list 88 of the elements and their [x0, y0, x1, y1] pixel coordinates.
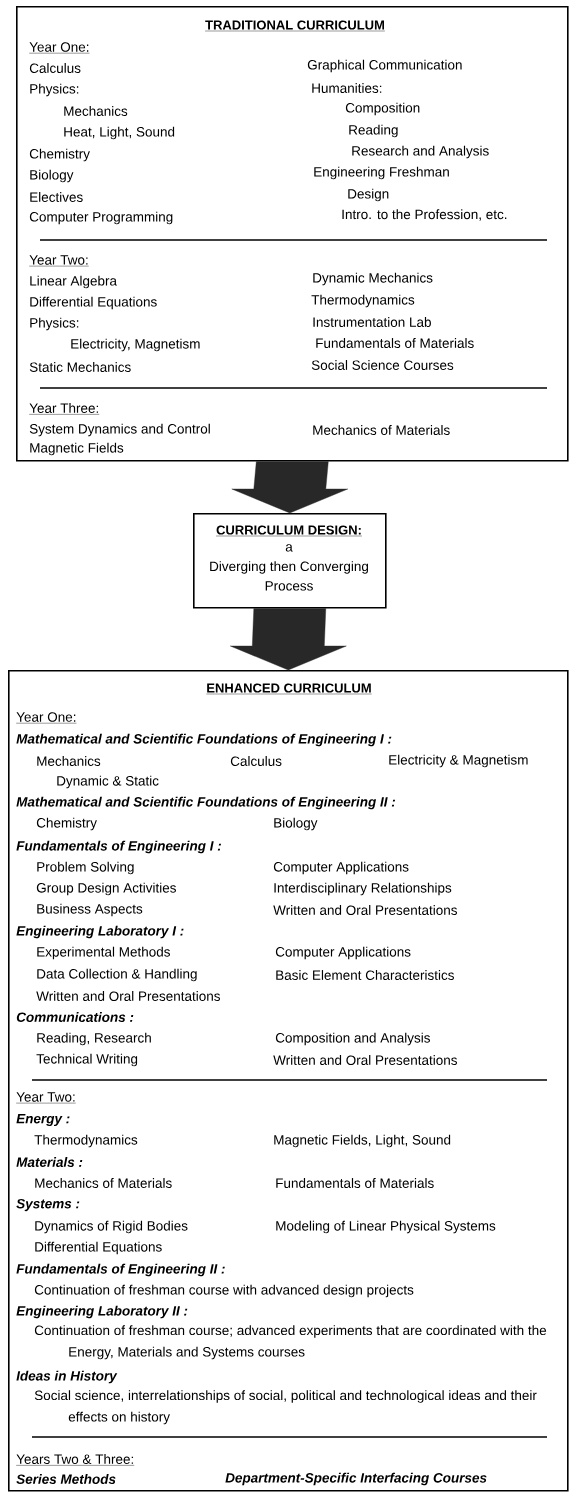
course-name: Graphical Communication — [307, 59, 462, 73]
section-heading: Year Three: — [29, 403, 100, 415]
course-name: Research and Analysis — [352, 145, 489, 159]
curriculum-box — [8, 670, 569, 1492]
course-group-heading: Department-Specific Interfacing Courses — [225, 1472, 487, 1486]
course-name: Fundamentals of Materials — [276, 1178, 434, 1188]
course-group-heading: Systems : — [16, 1198, 80, 1212]
course-name: Continuation of freshman course with advanced design projects — [34, 1284, 414, 1298]
course-name: Electricity & Magnetism — [389, 754, 528, 768]
course-name: Heat, Light, Sound — [64, 126, 175, 140]
course-group-heading: Materials : — [16, 1157, 83, 1167]
course-name: Physics: — [30, 317, 79, 331]
course-name: Dynamic & Static — [57, 775, 159, 789]
course-name: Magnetic Fields — [30, 442, 124, 456]
course-name: Mechanics of Materials — [313, 425, 450, 435]
course-group-heading: Ideas in History — [16, 1370, 118, 1384]
course-name: Written and Oral Presentations — [36, 991, 220, 1001]
course-name: Linear Algebra — [30, 275, 117, 289]
course-name: Instrumentation Lab — [313, 317, 431, 327]
course-name: Group Design Activities — [36, 882, 176, 896]
course-name: Intro. to the Profession, etc. — [342, 209, 507, 221]
section-heading: Year One: — [16, 712, 77, 724]
process-box — [193, 513, 387, 609]
course-name: Written and Oral Presentations — [273, 1055, 457, 1065]
course-name: System Dynamics and Control — [29, 423, 210, 437]
course-name: Technical Writing — [36, 1053, 138, 1067]
course-name: Thermodynamics — [311, 294, 415, 308]
course-name: Biology — [30, 169, 74, 183]
course-name: Static Mechanics — [29, 362, 131, 372]
course-name: Fundamentals of Materials — [316, 338, 474, 348]
course-description: Social science, interrelationships of social, political and technological ideas and their effects on history — [34, 1390, 537, 1425]
course-name: Differential Equations — [35, 1241, 162, 1255]
course-name: Computer Applications — [273, 861, 409, 875]
course-name: Social Science Courses — [311, 360, 454, 370]
course-name: Mechanics — [37, 756, 101, 766]
course-name: Engineering Freshman — [314, 166, 449, 180]
course-name: Electricity, Magnetism — [71, 338, 200, 352]
course-name: Calculus — [29, 63, 81, 73]
block-arrow — [231, 461, 348, 514]
course-name: Dynamic Mechanics — [313, 272, 433, 286]
section-heading: Years Two & Three: — [16, 1454, 135, 1466]
course-name: Mechanics of Materials — [35, 1178, 172, 1188]
section-heading: Year One: — [29, 42, 90, 54]
heading: TRADITIONAL CURRICULUM — [204, 20, 386, 32]
course-name: Computer Programming — [29, 211, 173, 225]
block-arrow — [230, 608, 347, 671]
course-name: Thermodynamics — [34, 1134, 138, 1148]
course-name: Calculus — [230, 756, 282, 766]
course-name: Written and Oral Presentations — [273, 905, 457, 915]
course-group-heading: Mathematical and Scientific Foundations of Engineering I : — [16, 733, 392, 747]
course-name: Experimental Methods — [37, 946, 170, 960]
course-name: Design — [348, 188, 389, 202]
section-heading: Year Two: — [16, 1092, 76, 1104]
course-name: Composition — [345, 102, 420, 116]
course-name: Reading, Research — [37, 1032, 151, 1046]
course-name: Magnetic Fields, Light, Sound — [274, 1134, 451, 1148]
course-group-heading: Fundamentals of Engineering I : — [16, 840, 222, 854]
course-name: Chemistry — [36, 817, 97, 831]
course-group-heading: Engineering Laboratory I : — [16, 925, 184, 939]
course-name: Electives — [30, 192, 83, 202]
course-name: Computer Applications — [275, 946, 411, 960]
course-name: Biology — [274, 817, 318, 831]
curriculum-box — [16, 6, 569, 462]
section-heading: Year Two: — [29, 255, 89, 267]
heading: ENHANCED CURRICULUM — [206, 683, 372, 695]
course-name: Physics: — [30, 83, 79, 97]
course-group-heading: Engineering Laboratory II : — [16, 1305, 188, 1319]
course-name: Problem Solving — [37, 861, 134, 875]
course-name: Data Collection & Handling — [37, 968, 197, 982]
course-name: Mechanics — [64, 106, 128, 116]
course-name: Composition and Analysis — [275, 1032, 430, 1046]
course-description: Continuation of freshman course; advanced experiments that are coordinated with the Energy, Materials and Systems courses — [34, 1325, 547, 1360]
course-name: Humanities: — [312, 83, 382, 93]
course-name: Basic Element Characteristics — [276, 970, 454, 980]
heading: CURRICULUM DESIGN: — [215, 525, 363, 537]
course-name: Interdisciplinary Relationships — [274, 882, 452, 896]
course-name: Reading — [349, 124, 398, 138]
course-group-heading: Series Methods — [16, 1474, 116, 1484]
course-name: Business Aspects — [37, 903, 143, 917]
course-name: Modeling of Linear Physical Systems — [276, 1220, 496, 1234]
process-description: a Diverging then Converging Process — [210, 544, 368, 591]
course-name: Differential Equations — [30, 296, 157, 310]
course-name: Chemistry — [29, 148, 90, 162]
course-name: Dynamics of Rigid Bodies — [35, 1220, 188, 1234]
course-group-heading: Mathematical and Scientific Foundations of Engineering II : — [16, 796, 396, 810]
course-group-heading: Communications : — [16, 1012, 134, 1022]
course-group-heading: Energy : — [16, 1113, 70, 1127]
course-group-heading: Fundamentals of Engineering II : — [16, 1263, 225, 1277]
